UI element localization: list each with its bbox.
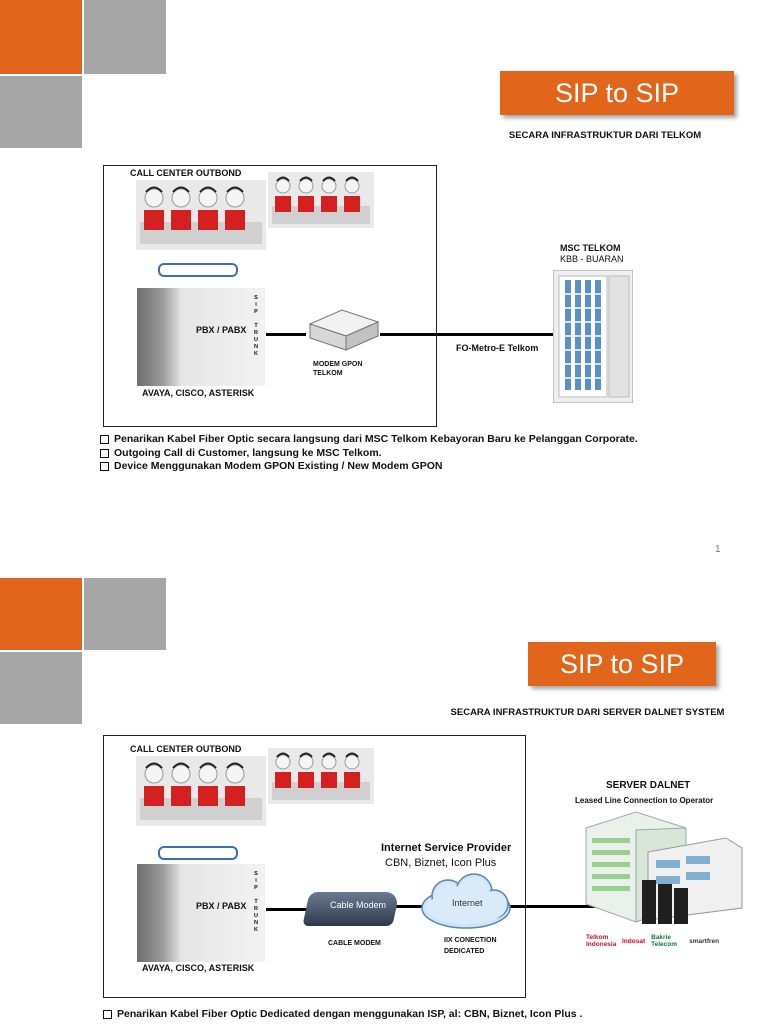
- list-item: Penarikan Kabel Fiber Optic secara langs…: [100, 433, 638, 447]
- cloud-label: Internet: [452, 898, 483, 908]
- modem-label: MODEM GPON TELKOM: [313, 361, 363, 377]
- bakrie-telecom-logo: Bakrie Telecom: [651, 934, 678, 948]
- pbx-to-cable-modem-line: [266, 908, 310, 911]
- checkbox-bullet-icon: [103, 1010, 112, 1020]
- server-subtitle: Leased Line Connection to Operator: [575, 796, 714, 805]
- modem-to-msc-line: [380, 333, 556, 336]
- checkbox-bullet-icon: [100, 435, 109, 445]
- isp-list: CBN, Biznet, Icon Plus: [385, 857, 497, 869]
- list-item: Outgoing Call di Customer, langsung ke M…: [100, 447, 638, 461]
- pbx-server-icon: [137, 288, 265, 386]
- list-item: Device Menggunakan Modem GPON Existing /…: [100, 460, 638, 474]
- server-building-icon: [585, 811, 743, 924]
- slide-title: SIP to SIP: [500, 71, 734, 115]
- page-number: 1: [715, 544, 721, 555]
- cable-modem-label: CABLE MODEM: [328, 940, 381, 947]
- decor-square-gray-right: [84, 578, 166, 650]
- gpon-modem-icon: [308, 309, 380, 351]
- sip-trunk-label: S I P T R U N K: [254, 295, 258, 357]
- modem-to-cloud-line: [392, 905, 428, 908]
- network-switch-icon: [158, 263, 238, 277]
- cloud-to-server-line: [506, 905, 642, 908]
- call-center-label: CALL CENTER OUTBOND: [130, 168, 242, 178]
- msc-title: MSC TELKOM: [560, 243, 621, 253]
- operator-logos: Telkom Indonesia Indosat Bakrie Telecom …: [586, 934, 719, 948]
- link-label: FO-Metro-E Telkom: [456, 343, 539, 353]
- decor-square-gray-right: [84, 0, 166, 74]
- decor-square-gray-bottom: [0, 76, 82, 148]
- call-center-label: CALL CENTER OUTBOND: [130, 744, 242, 754]
- server-title: SERVER DALNET: [606, 780, 691, 791]
- vendors-label: AVAYA, CISCO, ASTERISK: [142, 388, 255, 398]
- pbx-server-icon: [137, 864, 265, 962]
- call-center-agents-illustration-2: [268, 172, 374, 228]
- slide-title: SIP to SIP: [528, 642, 716, 686]
- cable-modem-device-text: Cable Modem: [330, 900, 387, 910]
- pbx-label: PBX / PABX: [196, 325, 247, 335]
- call-center-agents-illustration-2: [268, 748, 374, 804]
- vendors-label: AVAYA, CISCO, ASTERISK: [142, 963, 255, 973]
- decor-square-orange: [0, 578, 82, 650]
- call-center-agents-illustration: [136, 756, 266, 826]
- slide-subtitle: SECARA INFRASTRUKTUR DARI TELKOM: [508, 130, 702, 141]
- slide1-bullets: Penarikan Kabel Fiber Optic secara langs…: [100, 433, 638, 474]
- msc-subtitle: KBB - BUARAN: [560, 254, 624, 264]
- checkbox-bullet-icon: [100, 448, 109, 458]
- slide2-bullets: Penarikan Kabel Fiber Optic Dedicated de…: [103, 1008, 582, 1022]
- internet-cloud-icon: [421, 873, 511, 929]
- decor-square-gray-bottom: [0, 652, 82, 724]
- pbx-to-modem-line: [266, 333, 306, 336]
- indosat-logo: Indosat: [622, 937, 646, 945]
- network-switch-icon: [158, 846, 238, 860]
- telkom-logo: Telkom Indonesia: [586, 934, 617, 948]
- iix-label: IIX CONECTION DEDICATED: [444, 937, 497, 955]
- list-item: Penarikan Kabel Fiber Optic Dedicated de…: [103, 1008, 582, 1022]
- smartfren-logo: smartfren: [689, 937, 720, 945]
- slide-subtitle: SECARA INFRASTRUKTUR DARI SERVER DALNET …: [450, 707, 725, 718]
- sip-trunk-label: S I P T R U N K: [254, 871, 258, 933]
- isp-title: Internet Service Provider: [381, 842, 512, 854]
- pbx-label: PBX / PABX: [196, 901, 247, 911]
- checkbox-bullet-icon: [100, 462, 109, 472]
- decor-square-orange: [0, 0, 82, 74]
- call-center-agents-illustration: [136, 180, 266, 250]
- msc-rack-icon: [553, 270, 633, 403]
